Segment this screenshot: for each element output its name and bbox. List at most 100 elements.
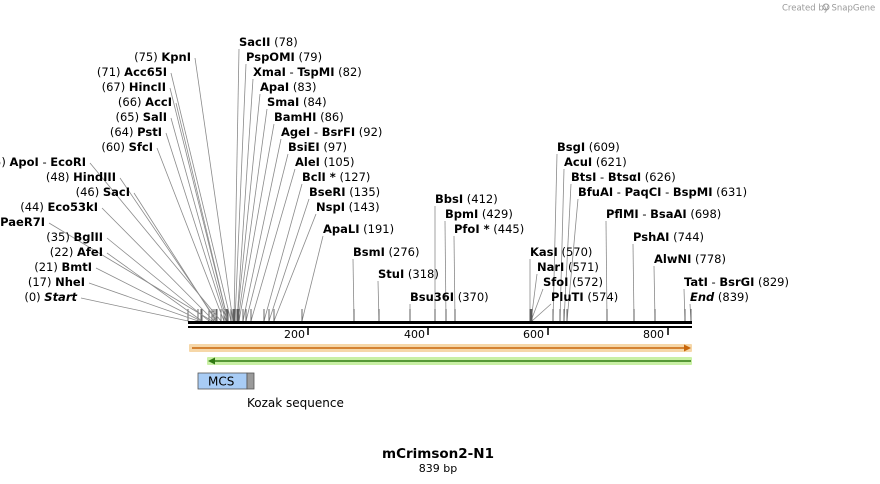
feature-orange-arrow[interactable]	[189, 344, 692, 352]
site-label-bfuai[interactable]: BfuAI - PaqCI - BspMI (631)	[578, 185, 747, 199]
site-label-pspomi[interactable]: PspOMI (79)	[246, 50, 322, 64]
map-subtitle: 839 bp	[419, 462, 457, 475]
site-position: (778)	[691, 252, 726, 266]
site-label-bsu36i[interactable]: Bsu36I (370)	[410, 290, 489, 304]
site-name: XmaI	[253, 65, 286, 79]
site-label-bbsi[interactable]: BbsI (412)	[435, 192, 498, 206]
connector-hindiii	[119, 177, 218, 322]
arrow-left-icon	[208, 357, 215, 365]
site-label-start[interactable]: (0) Start	[24, 290, 77, 304]
site-label-bamhi[interactable]: BamHI (86)	[274, 110, 344, 124]
site-label-bmti[interactable]: (21) BmtI	[34, 260, 92, 274]
site-label-bseri[interactable]: BseRI (135)	[309, 185, 380, 199]
site-label-psti[interactable]: (64) PstI	[110, 125, 162, 139]
site-label-end[interactable]: End (839)	[690, 290, 749, 304]
site-label-bglii[interactable]: (35) BglII	[46, 230, 103, 244]
site-position: (412)	[463, 192, 498, 206]
snapgene-logo-icon	[822, 3, 830, 11]
site-name: Eco53kI	[47, 200, 98, 214]
arrow-right-icon	[684, 344, 691, 352]
connector-pspomi	[234, 63, 247, 322]
map-title: mCrimson2-N1	[382, 446, 494, 462]
connector-psti	[165, 132, 227, 322]
site-name: Start	[44, 290, 77, 304]
site-label-alwni[interactable]: AlwNI (778)	[654, 252, 726, 266]
site-position: (143)	[345, 200, 380, 214]
site-label-sali[interactable]: (65) SalI	[115, 110, 167, 124]
site-name: NheI	[55, 275, 85, 289]
ruler-label-600: 600	[523, 328, 544, 341]
site-position: (48)	[46, 170, 73, 184]
site-name: SfcI	[129, 140, 153, 154]
site-name: PflMI	[606, 207, 639, 221]
site-label-tati[interactable]: TatI - BsrGI (829)	[684, 275, 789, 289]
connector-bsgi	[552, 153, 558, 322]
site-label-afei[interactable]: (22) AfeI	[50, 245, 103, 259]
site-position: (698)	[687, 207, 722, 221]
site-label-smai[interactable]: SmaI (84)	[267, 95, 327, 109]
site-label-bcli[interactable]: BclI * (127)	[302, 170, 370, 184]
site-position: (0)	[24, 290, 44, 304]
site-name: NspI	[316, 200, 345, 214]
feature-green-arrow[interactable]	[207, 357, 692, 365]
site-label-bsmi[interactable]: BsmI (276)	[353, 245, 419, 259]
site-position: (127)	[336, 170, 371, 184]
site-label-pflmi[interactable]: PflMI - BsaAI (698)	[606, 207, 721, 221]
site-position: (135)	[346, 185, 381, 199]
mcs-feature[interactable]: MCS	[197, 372, 255, 390]
site-name-alt: BsrGI	[719, 275, 754, 289]
site-label-apali[interactable]: ApaLI (191)	[323, 222, 394, 236]
site-label-saci[interactable]: (46) SacI	[76, 185, 130, 199]
site-position: (44)	[20, 200, 47, 214]
site-name: HindIII	[73, 170, 116, 184]
connector-nspi	[273, 213, 317, 322]
site-label-sfci[interactable]: (60) SfcI	[101, 140, 153, 154]
ruler-label-200: 200	[284, 328, 305, 341]
site-name: TatI	[684, 275, 708, 289]
site-label-btsi[interactable]: BtsI - BtsαI (626)	[571, 170, 676, 184]
site-name: KpnI	[161, 50, 191, 64]
site-label-pfoi[interactable]: PfoI * (445)	[454, 222, 524, 236]
site-label-hindiii[interactable]: (48) HindIII	[46, 170, 116, 184]
site-label-hincii[interactable]: (67) HincII	[102, 80, 166, 94]
site-name: SacI	[103, 185, 130, 199]
site-label-eco53ki[interactable]: (44) Eco53kI	[20, 200, 98, 214]
site-label-pshai[interactable]: PshAI (744)	[633, 230, 704, 244]
site-label-pluti[interactable]: PluTI (574)	[551, 290, 618, 304]
site-label-kpni[interactable]: (75) KpnI	[134, 50, 191, 64]
site-label-nspi[interactable]: NspI (143)	[316, 200, 380, 214]
site-label-apai[interactable]: ApaI (83)	[260, 80, 316, 94]
site-name: AlwNI	[654, 252, 691, 266]
site-label-agei[interactable]: AgeI - BsrFI (92)	[281, 125, 382, 139]
connector-afei	[106, 252, 203, 322]
site-label-xmai[interactable]: XmaI - TspMI (82)	[253, 65, 362, 79]
site-position: (191)	[360, 222, 395, 236]
connector-bglii	[106, 237, 210, 322]
site-label-nhei[interactable]: (17) NheI	[28, 275, 85, 289]
site-name: AcuI	[564, 155, 592, 169]
site-name: BsmI	[353, 245, 385, 259]
site-label-acc65i[interactable]: (71) Acc65I	[97, 65, 167, 79]
site-label-kasi[interactable]: KasI (570)	[530, 245, 592, 259]
site-name-alt: EcoRI	[50, 155, 86, 169]
site-label-sacii[interactable]: SacII (78)	[239, 35, 298, 49]
site-label-sfoi[interactable]: SfoI (572)	[543, 275, 603, 289]
site-label-apoi[interactable]: (55) ApoI - EcoRI	[0, 155, 86, 169]
site-position: (83)	[289, 80, 316, 94]
site-name-separator: -	[639, 207, 650, 221]
site-label-xhoi[interactable]: (39) XhoI - PaeR7I	[0, 215, 45, 229]
site-name: BpmI	[445, 207, 478, 221]
connector-bmti	[95, 267, 202, 322]
site-label-acci[interactable]: (66) AccI	[118, 95, 172, 109]
site-label-alei[interactable]: AleI (105)	[295, 155, 355, 169]
site-name: SmaI	[267, 95, 299, 109]
connector-eco53ki	[101, 207, 215, 322]
site-label-acui[interactable]: AcuI (621)	[564, 155, 627, 169]
site-label-bsiei[interactable]: BsiEI (97)	[288, 140, 347, 154]
site-label-bpmi[interactable]: BpmI (429)	[445, 207, 513, 221]
site-name-alt: PaqCI	[625, 185, 662, 199]
site-label-stui[interactable]: StuI (318)	[378, 267, 439, 281]
mcs-label: MCS	[208, 375, 234, 389]
site-label-bsgi[interactable]: BsgI (609)	[557, 140, 620, 154]
site-label-nari[interactable]: NarI (571)	[537, 260, 599, 274]
